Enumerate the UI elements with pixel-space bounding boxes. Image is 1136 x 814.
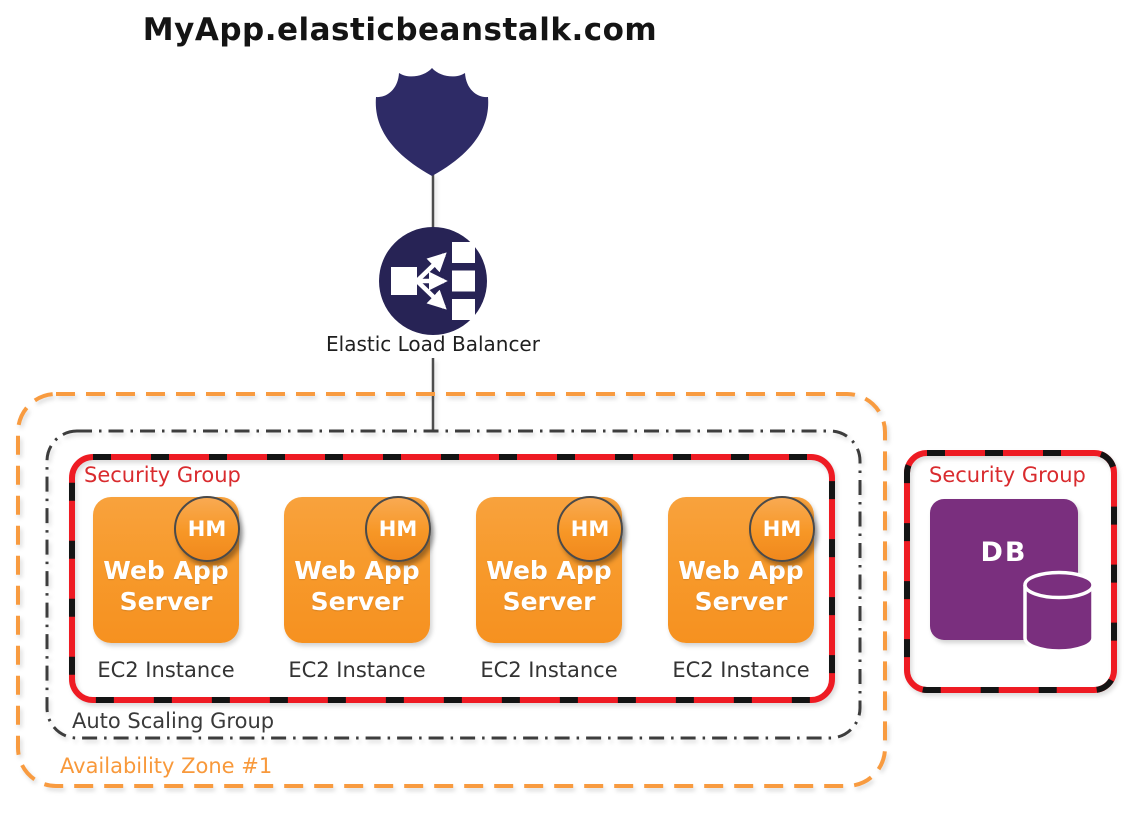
health-monitor-badge: HM bbox=[749, 496, 815, 562]
auto-scaling-group-label: Auto Scaling Group bbox=[72, 709, 275, 733]
web-app-server-node: Web App Server HM EC2 Instance bbox=[284, 496, 431, 682]
server-name-label: Web App Server bbox=[294, 556, 420, 617]
database-label: DB bbox=[980, 537, 1028, 568]
web-app-server-node: Web App Server HM EC2 Instance bbox=[668, 496, 815, 682]
availability-zone-border bbox=[16, 392, 887, 788]
db-security-group-label: Security Group bbox=[929, 463, 1086, 487]
web-app-server-node: Web App Server HM EC2 Instance bbox=[93, 496, 240, 682]
web-security-group-label: Security Group bbox=[84, 463, 241, 487]
shield-icon bbox=[375, 68, 489, 176]
server-name-label: Web App Server bbox=[678, 556, 804, 617]
ec2-instance-label: EC2 Instance bbox=[97, 658, 235, 682]
server-name-label: Web App Server bbox=[486, 556, 612, 617]
auto-scaling-group-border bbox=[45, 429, 862, 740]
web-app-server-node: Web App Server HM EC2 Instance bbox=[476, 496, 623, 682]
health-monitor-badge: HM bbox=[365, 496, 431, 562]
load-balancer-label: Elastic Load Balancer bbox=[326, 332, 540, 356]
database-cylinder-icon bbox=[1023, 570, 1095, 653]
web-security-group-border-dashes bbox=[69, 454, 835, 703]
availability-zone-label: Availability Zone #1 bbox=[60, 754, 273, 778]
ec2-instance-label: EC2 Instance bbox=[480, 658, 618, 682]
load-balancer-icon bbox=[379, 227, 487, 335]
health-monitor-badge: HM bbox=[174, 496, 240, 562]
app-domain-title: MyApp.elasticbeanstalk.com bbox=[142, 12, 658, 48]
health-monitor-badge: HM bbox=[557, 496, 623, 562]
ec2-instance-label: EC2 Instance bbox=[288, 658, 426, 682]
server-name-label: Web App Server bbox=[103, 556, 229, 617]
db-security-group-border-dashes bbox=[904, 450, 1117, 693]
ec2-instance-label: EC2 Instance bbox=[672, 658, 810, 682]
